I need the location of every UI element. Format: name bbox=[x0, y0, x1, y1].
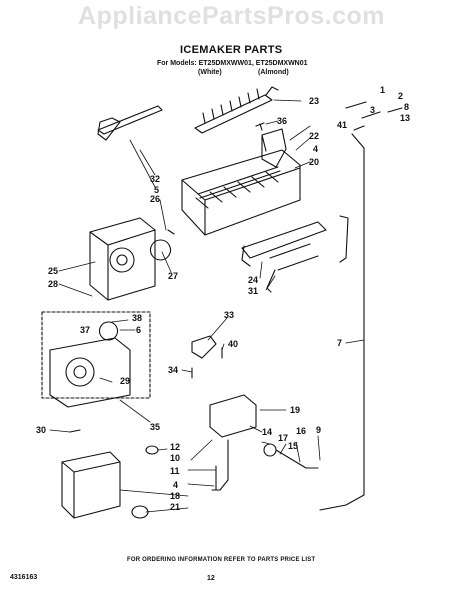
callout-7: 7 bbox=[337, 338, 343, 348]
callout-15: 15 bbox=[288, 441, 299, 451]
motor-drawing bbox=[149, 229, 175, 261]
cover-enclosure-drawing bbox=[41, 311, 151, 399]
watermark: AppliancePartsPros.com bbox=[78, 2, 385, 30]
callout-3: 3 bbox=[370, 105, 376, 115]
callout-31: 31 bbox=[248, 286, 259, 296]
callout-23: 23 bbox=[309, 96, 320, 106]
callout-16: 16 bbox=[296, 426, 307, 436]
callout-25: 25 bbox=[48, 266, 59, 276]
screw-30-drawing bbox=[69, 429, 81, 433]
cover-plate-drawing bbox=[49, 337, 131, 408]
screw-36-drawing bbox=[255, 122, 265, 131]
callout-5: 5 bbox=[154, 185, 160, 195]
callout-11: 11 bbox=[170, 466, 180, 476]
callout-6: 6 bbox=[136, 325, 142, 335]
page-title: ICEMAKER PARTS bbox=[180, 44, 283, 56]
callout-14: 14 bbox=[262, 427, 273, 437]
callout-10: 10 bbox=[170, 453, 181, 463]
callout-22: 22 bbox=[309, 131, 320, 141]
callout-24: 24 bbox=[248, 275, 259, 285]
callout-40: 40 bbox=[228, 339, 239, 349]
thermostat-37-drawing bbox=[98, 321, 119, 341]
callout-41: 41 bbox=[337, 120, 348, 130]
callout-34: 34 bbox=[168, 365, 179, 375]
callout-36: 36 bbox=[277, 116, 288, 126]
ejector-blade-drawing bbox=[194, 86, 279, 134]
models-line: For Models: ET25DMXWW01, ET25DMXWN01 bbox=[157, 60, 308, 67]
valve-bracket-drawing bbox=[191, 335, 217, 359]
callout-12: 12 bbox=[170, 442, 181, 452]
callout-8: 8 bbox=[404, 102, 410, 112]
callout-4-top: 4 bbox=[313, 144, 319, 154]
callout-4-bottom: 4 bbox=[173, 480, 179, 490]
ordering-note: FOR ORDERING INFORMATION REFER TO PARTS … bbox=[127, 557, 316, 563]
stripper-drawing bbox=[261, 128, 287, 168]
shield-box-drawing bbox=[61, 451, 121, 519]
ice-mold-drawing bbox=[181, 149, 301, 236]
callout-38: 38 bbox=[132, 313, 143, 323]
grommet-12-drawing bbox=[145, 445, 159, 455]
doc-number: 4316163 bbox=[10, 574, 38, 581]
inlet-fittings-drawing bbox=[345, 101, 403, 131]
callout-18: 18 bbox=[170, 491, 181, 501]
callout-37: 37 bbox=[80, 325, 91, 335]
heater-bracket-drawing bbox=[241, 221, 327, 267]
page-number: 12 bbox=[207, 575, 215, 582]
callout-1: 1 bbox=[380, 85, 386, 95]
module-housing-drawing bbox=[89, 217, 156, 301]
callout-28: 28 bbox=[48, 279, 59, 289]
callout-19: 19 bbox=[290, 405, 301, 415]
color-almond-label: (Almond) bbox=[258, 69, 289, 76]
callout-13: 13 bbox=[400, 113, 411, 123]
callout-26: 26 bbox=[150, 194, 161, 204]
fill-cup-drawing bbox=[97, 105, 163, 141]
callout-32: 32 bbox=[150, 174, 161, 184]
callout-30: 30 bbox=[36, 425, 47, 435]
callout-21: 21 bbox=[170, 502, 181, 512]
callout-9: 9 bbox=[316, 425, 322, 435]
callout-27: 27 bbox=[168, 271, 179, 281]
heater-rod-drawing bbox=[339, 215, 349, 263]
callout-29: 29 bbox=[120, 376, 131, 386]
callout-17: 17 bbox=[278, 433, 289, 443]
water-valve-drawing bbox=[209, 394, 319, 491]
shutoff-arm-drawing bbox=[266, 243, 319, 293]
callout-33: 33 bbox=[224, 310, 235, 320]
callout-20: 20 bbox=[309, 157, 320, 167]
color-white-label: (White) bbox=[198, 69, 222, 76]
water-line-drawing bbox=[319, 133, 365, 511]
leader-lines bbox=[49, 99, 365, 513]
callout-2: 2 bbox=[398, 91, 404, 101]
callout-35: 35 bbox=[150, 422, 161, 432]
